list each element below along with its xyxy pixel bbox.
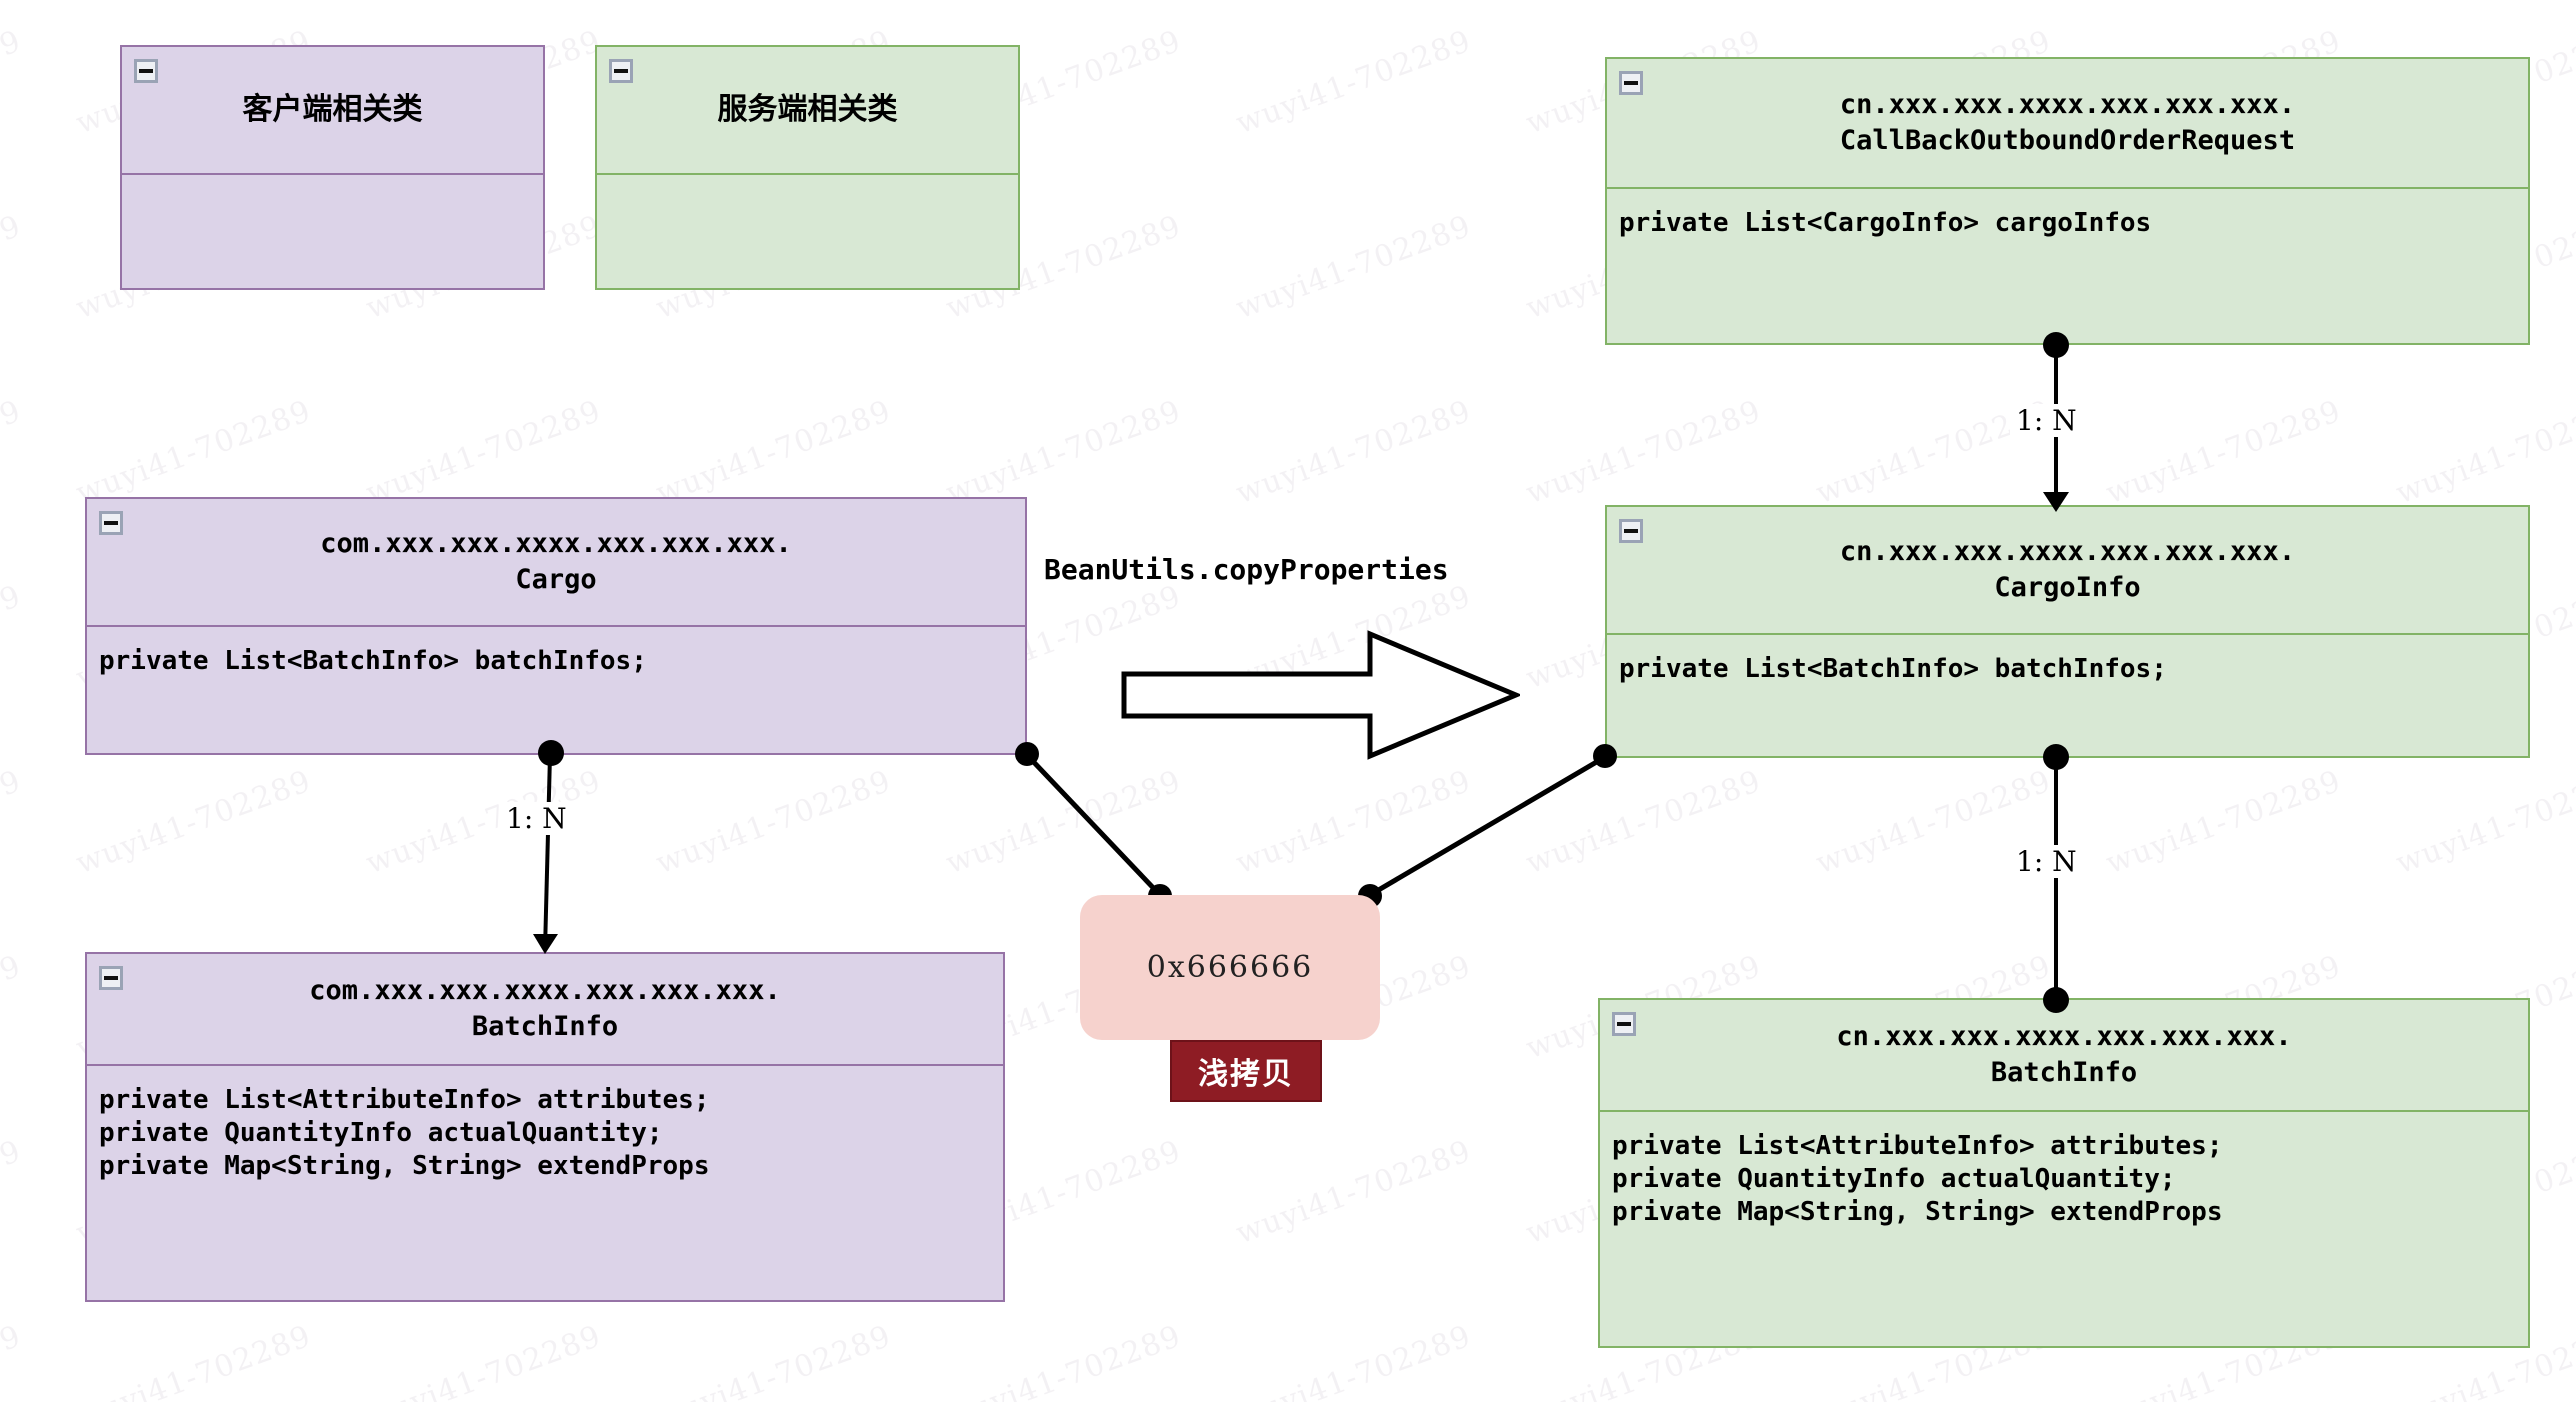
legend-client-title: 客户端相关类 — [242, 92, 423, 127]
watermark-text: wuyi41-702289 — [941, 763, 1186, 882]
class-title-cargo-info: cn.xxx.xxx.xxxx.xxx.xxx.xxx. CargoInfo — [1839, 536, 2296, 603]
class-header-batch-info-server: cn.xxx.xxx.xxxx.xxx.xxx.xxx. BatchInfo — [1600, 1000, 2528, 1112]
class-title-batch-info-client: com.xxx.xxx.xxxx.xxx.xxx.xxx. BatchInfo — [309, 975, 781, 1042]
heap-address-text: 0x666666 — [1146, 950, 1314, 985]
watermark-text: wuyi41-702289 — [0, 23, 26, 142]
class-box-batch-info-client[interactable]: com.xxx.xxx.xxxx.xxx.xxx.xxx. BatchInfo … — [85, 952, 1005, 1302]
class-box-cargo-info[interactable]: cn.xxx.xxx.xxxx.xxx.xxx.xxx. CargoInfo p… — [1605, 505, 2530, 758]
watermark-text: wuyi41-702289 — [71, 1318, 316, 1402]
watermark-text: wuyi41-702289 — [361, 1318, 606, 1402]
watermark-text: wuyi41-702289 — [2391, 393, 2576, 512]
class-header-batch-info-client: com.xxx.xxx.xxxx.xxx.xxx.xxx. BatchInfo — [87, 954, 1003, 1066]
edge-cargoinfo-to-heap — [1358, 744, 1617, 908]
watermark-text: wuyi41-702289 — [1231, 208, 1476, 327]
class-title-batch-info-server: cn.xxx.xxx.xxxx.xxx.xxx.xxx. BatchInfo — [1836, 1021, 2292, 1088]
watermark-text: wuyi41-702289 — [1231, 1318, 1476, 1402]
multiplicity-label-cargo-batchinfo: 1: N — [500, 802, 573, 835]
class-header-cargo-info: cn.xxx.xxx.xxxx.xxx.xxx.xxx. CargoInfo — [1607, 507, 2528, 635]
heap-address-node[interactable]: 0x666666 — [1080, 895, 1380, 1040]
class-fields-batch-info-server: private List<AttributeInfo> attributes; … — [1612, 1131, 2223, 1227]
watermark-text: wuyi41-702289 — [71, 763, 316, 882]
legend-server-box[interactable]: 服务端相关类 — [595, 45, 1020, 290]
watermark-text: wuyi41-702289 — [941, 393, 1186, 512]
watermark-text: wuyi41-702289 — [71, 393, 316, 512]
edge-cargo-to-heap — [1015, 742, 1172, 908]
class-fields-cargo-info: private List<BatchInfo> batchInfos; — [1619, 654, 2167, 684]
multiplicity-label-callback-cargoinfo: 1: N — [2010, 404, 2083, 437]
class-title-cargo: com.xxx.xxx.xxxx.xxx.xxx.xxx. Cargo — [320, 528, 792, 595]
class-title-callback-outbound-order-request: cn.xxx.xxx.xxxx.xxx.xxx.xxx. CallBackOut… — [1839, 89, 2296, 156]
right-arrow-icon — [1121, 630, 1520, 760]
shallow-copy-badge: 浅拷贝 — [1170, 1040, 1322, 1102]
watermark-text: wuyi41-702289 — [2101, 393, 2346, 512]
collapse-minus-icon[interactable] — [1619, 519, 1643, 543]
watermark-text: wuyi41-702289 — [2391, 763, 2576, 882]
watermark-text: wuyi41-702289 — [0, 763, 26, 882]
multiplicity-label-cargoinfo-batchinfo: 1: N — [2010, 845, 2083, 878]
watermark-text: wuyi41-702289 — [0, 948, 26, 1067]
watermark-text: wuyi41-702289 — [1231, 763, 1476, 882]
collapse-minus-icon[interactable] — [1619, 71, 1643, 95]
collapse-minus-icon[interactable] — [1612, 1012, 1636, 1036]
watermark-text: wuyi41-702289 — [1231, 1133, 1476, 1252]
watermark-text: wuyi41-702289 — [1231, 393, 1476, 512]
collapse-minus-icon[interactable] — [99, 966, 123, 990]
watermark-text: wuyi41-702289 — [361, 393, 606, 512]
legend-server-body — [597, 175, 1018, 288]
watermark-text: wuyi41-702289 — [0, 393, 26, 512]
edge-cargoinfo-to-batchinfo-server — [2043, 744, 2069, 1013]
class-header-callback-outbound-order-request: cn.xxx.xxx.xxxx.xxx.xxx.xxx. CallBackOut… — [1607, 59, 2528, 189]
watermark-text: wuyi41-702289 — [651, 393, 896, 512]
watermark-text: wuyi41-702289 — [941, 1318, 1186, 1402]
legend-client-body — [122, 175, 543, 288]
watermark-text: wuyi41-702289 — [2101, 763, 2346, 882]
legend-server-header: 服务端相关类 — [597, 47, 1018, 175]
collapse-minus-icon[interactable] — [134, 59, 158, 83]
class-fields-batch-info-client: private List<AttributeInfo> attributes; … — [99, 1085, 710, 1181]
class-box-callback-outbound-order-request[interactable]: cn.xxx.xxx.xxxx.xxx.xxx.xxx. CallBackOut… — [1605, 57, 2530, 345]
legend-client-box[interactable]: 客户端相关类 — [120, 45, 545, 290]
collapse-minus-icon[interactable] — [99, 511, 123, 535]
class-fields-cargo: private List<BatchInfo> batchInfos; — [99, 646, 647, 676]
legend-server-title: 服务端相关类 — [717, 92, 898, 127]
collapse-minus-icon[interactable] — [609, 59, 633, 83]
beanutils-copyproperties-label: BeanUtils.copyProperties — [1044, 553, 1449, 586]
watermark-text: wuyi41-702289 — [1521, 393, 1766, 512]
watermark-text: wuyi41-702289 — [1521, 763, 1766, 882]
watermark-text: wuyi41-702289 — [1231, 23, 1476, 142]
watermark-text: wuyi41-702289 — [0, 208, 26, 327]
class-box-cargo[interactable]: com.xxx.xxx.xxxx.xxx.xxx.xxx. Cargo priv… — [85, 497, 1027, 755]
watermark-text: wuyi41-702289 — [0, 1133, 26, 1252]
legend-client-header: 客户端相关类 — [122, 47, 543, 175]
watermark-text: wuyi41-702289 — [0, 1318, 26, 1402]
watermark-text: wuyi41-702289 — [0, 578, 26, 697]
watermark-text: wuyi41-702289 — [651, 1318, 896, 1402]
edge-cargo-to-batchinfo-client — [533, 740, 564, 954]
class-box-batch-info-server[interactable]: cn.xxx.xxx.xxxx.xxx.xxx.xxx. BatchInfo p… — [1598, 998, 2530, 1348]
watermark-text: wuyi41-702289 — [651, 763, 896, 882]
class-fields-callback-outbound-order-request: private List<CargoInfo> cargoInfos — [1619, 208, 2152, 238]
class-header-cargo: com.xxx.xxx.xxxx.xxx.xxx.xxx. Cargo — [87, 499, 1025, 627]
